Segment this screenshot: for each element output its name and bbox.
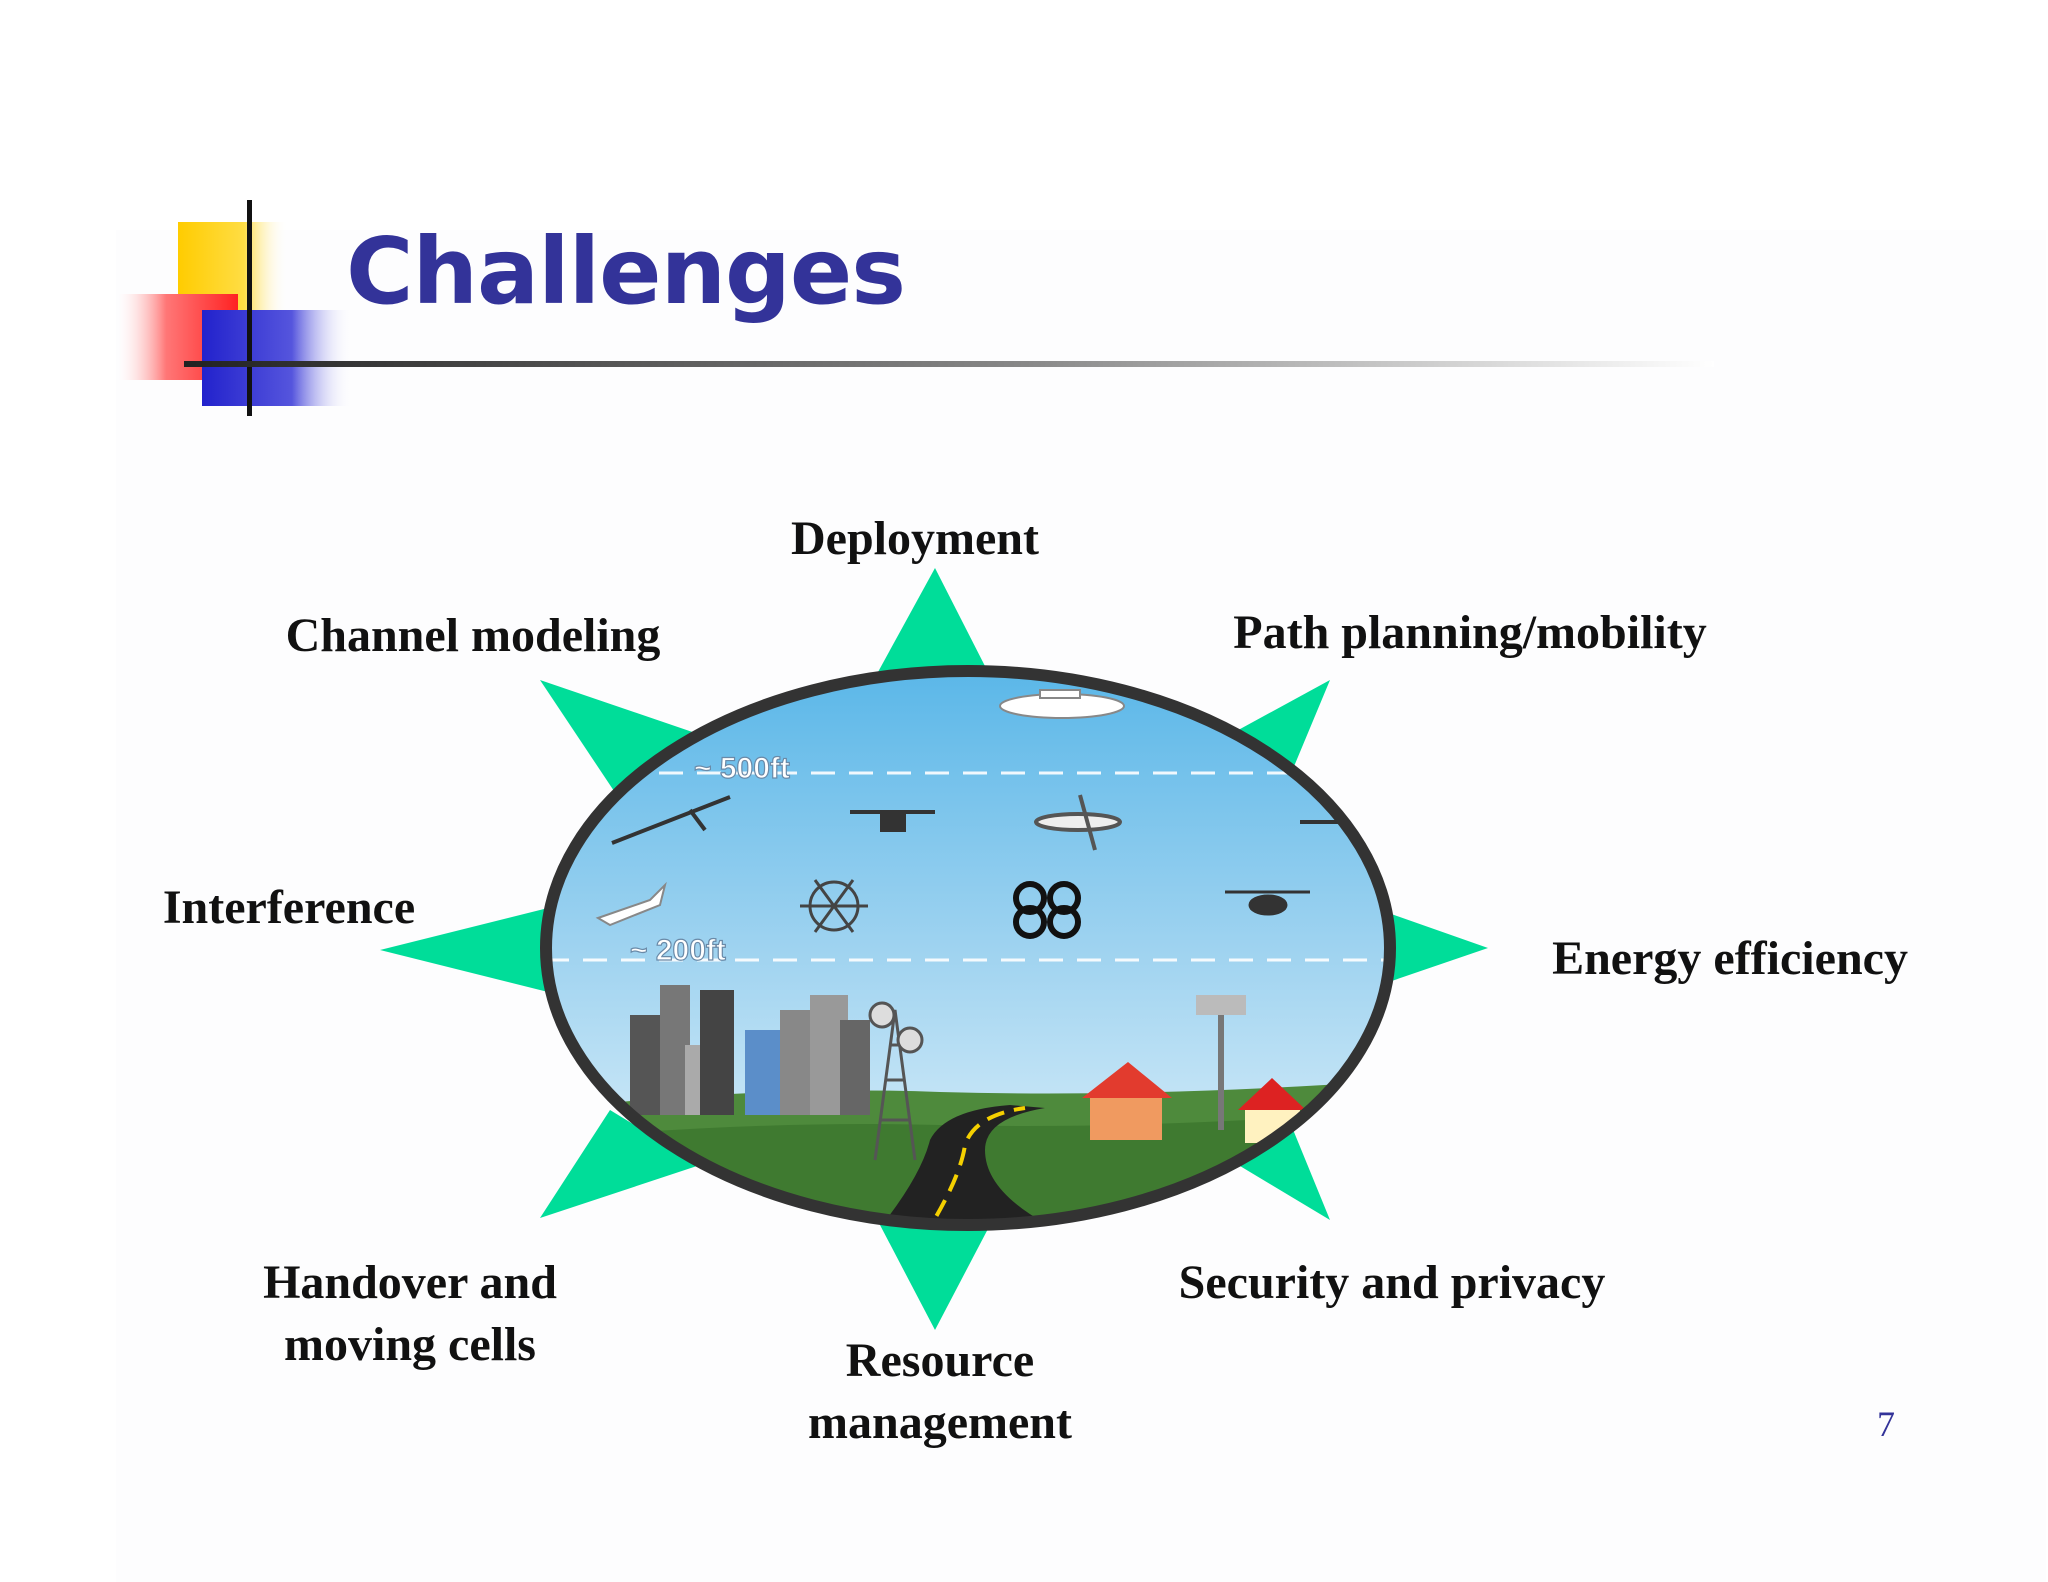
label-energy-efficiency: Energy efficiency (1552, 932, 1908, 985)
label-handover-text: Handover and moving cells (263, 1256, 557, 1372)
cell-tower (868, 1001, 924, 1161)
label-resource: Resource management (790, 1330, 1090, 1455)
altitude-200ft: ~ 200ft (630, 934, 726, 967)
fixed-wing-uav (1034, 794, 1122, 851)
label-interference: Interference (162, 881, 416, 934)
slide-title: Challenges (346, 218, 906, 325)
road (870, 1105, 1080, 1225)
label-handover: Handover and moving cells (230, 1252, 590, 1377)
label-deployment: Deployment (791, 512, 1039, 565)
vertical-rule (247, 200, 252, 416)
label-channel-modeling: Channel modeling (285, 609, 661, 662)
ray-bottom-left (540, 1110, 700, 1218)
ray-left (380, 905, 560, 995)
hexacopter (800, 879, 868, 933)
label-resource-text: Resource management (808, 1334, 1072, 1450)
label-path-planning: Path planning/mobility (1233, 606, 1707, 659)
drone-1 (850, 810, 935, 832)
label-security: Security and privacy (1178, 1256, 1606, 1309)
city (630, 985, 870, 1115)
ray-right (1380, 910, 1488, 985)
ray-top-right (1220, 680, 1330, 800)
horizontal-rule (184, 361, 1714, 367)
house-left (1082, 1062, 1172, 1140)
helicopter (1225, 890, 1310, 916)
ray-bottom (880, 1225, 990, 1330)
jet (595, 881, 667, 927)
glider (611, 795, 731, 845)
altitude-500ft: ~ 500ft (694, 752, 790, 785)
scene-oval (540, 665, 1396, 1231)
quadcopter (1013, 881, 1081, 939)
ray-top-left (540, 680, 710, 800)
ray-top (878, 568, 988, 672)
page-number: 7 (1877, 1404, 1895, 1444)
airplane (999, 689, 1125, 719)
antenna-pole (1218, 1000, 1224, 1130)
blue-square (202, 310, 352, 406)
